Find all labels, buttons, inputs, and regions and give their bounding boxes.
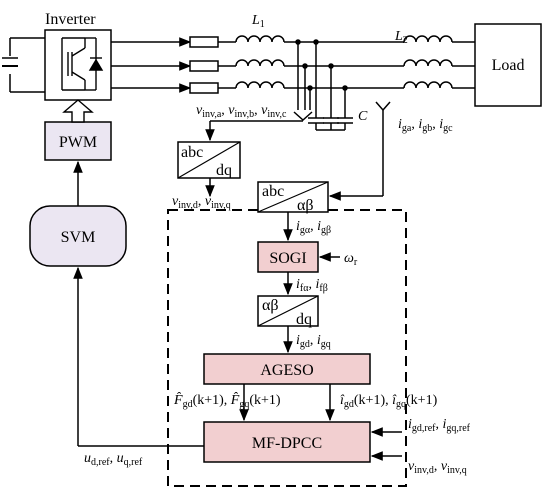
v-inv-dq-label: vinv,d, vinv,q xyxy=(172,194,231,211)
mfdpcc-label: MF-DPCC xyxy=(252,435,322,452)
u-ref-label: ud,ref, uq,ref xyxy=(84,451,143,468)
f-hat-label: F̂gd(k+1), F̂gq(k+1) xyxy=(173,392,281,410)
voltage-sensor-taps xyxy=(293,39,313,122)
load-label: Load xyxy=(492,57,525,74)
resistor-icons xyxy=(189,36,219,94)
ageso-block xyxy=(203,353,371,385)
abc-dq-transform-block: abc dq xyxy=(177,141,241,179)
load-block xyxy=(474,23,542,107)
svg-text:αβ: αβ xyxy=(262,297,279,314)
cap-label: C xyxy=(358,109,368,124)
inductor-l2-icons xyxy=(403,35,453,89)
alphabeta-dq-transform-block: αβ dq xyxy=(257,295,319,328)
i-ref-label: igd,ref, igq,ref xyxy=(408,417,471,434)
svm-label: SVM xyxy=(61,229,96,246)
svg-text:dq: dq xyxy=(296,311,312,328)
inverter-label: Inverter xyxy=(45,11,96,28)
l1-label: L1 xyxy=(251,13,265,30)
pwm-block xyxy=(44,121,112,161)
svg-text:dq: dq xyxy=(216,162,232,179)
igbt-icon xyxy=(61,37,104,91)
sogi-label: SOGI xyxy=(269,250,306,267)
ageso-label: AGESO xyxy=(260,362,313,379)
pwm-label: PWM xyxy=(59,134,97,151)
l2-label: L2 xyxy=(394,29,408,46)
pwm-gate-arrow xyxy=(62,99,94,123)
phase-lines xyxy=(111,37,475,93)
abc-alphabeta-transform-block: abc αβ xyxy=(257,181,329,214)
v-inv-dq-input-label: vinv,d, vinv,q xyxy=(408,459,467,476)
u-ref-feedback-line xyxy=(73,266,204,447)
sogi-block xyxy=(257,241,319,273)
i-g-abc-label: iga, igb, igc xyxy=(398,117,453,134)
svg-text:αβ: αβ xyxy=(297,197,314,214)
current-sensor-tap xyxy=(328,101,391,201)
filter-capacitor-icons xyxy=(308,39,353,131)
i-hat-label: îgd(k+1), îgq(k+1) xyxy=(340,393,438,410)
i-f-alphabeta-label: ifα, ifβ xyxy=(296,277,328,294)
dc-capacitor-icon xyxy=(2,37,45,93)
mfdpcc-block xyxy=(203,421,371,463)
i-g-alphabeta-label: igα, igβ xyxy=(296,219,331,236)
svg-text:abc: abc xyxy=(181,144,203,161)
v-inv-abc-label: vinv,a, vinv,b, vinv,c xyxy=(196,103,287,120)
omega-label: ωr xyxy=(344,251,358,268)
i-g-dq-label: igd, igq xyxy=(296,333,331,350)
svg-text:abc: abc xyxy=(262,183,284,200)
inverter-block xyxy=(44,29,112,101)
inductor-l1-icons xyxy=(235,35,285,89)
